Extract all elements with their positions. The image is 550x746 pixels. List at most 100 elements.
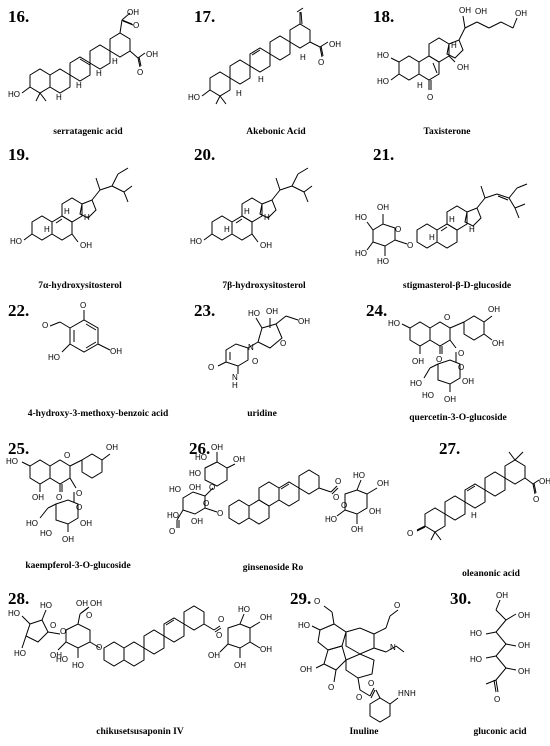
compound-22: 22. O OH O HO 4-hydroxy-3-methoxy-benzoi… <box>0 298 180 428</box>
atom-label: HO <box>10 237 22 246</box>
compound-27: 27. OH O H O oleanonic acid <box>405 436 550 579</box>
atom-label: HO <box>190 237 202 246</box>
compound-number: 22. <box>8 301 30 320</box>
atom-label: HO <box>388 319 400 328</box>
atom-label: H <box>56 93 62 102</box>
atom-label: OH <box>189 483 201 492</box>
atom-label: H <box>44 225 50 234</box>
atom-label: O <box>209 483 215 492</box>
atom-label: O <box>436 355 442 364</box>
atom-label: OH <box>80 519 92 528</box>
structure-drawing: O OH O HO <box>42 301 122 362</box>
atom-label: H <box>64 207 70 216</box>
compound-30: 30. OH HO OH OH HO O OH gluconic acid <box>440 586 550 746</box>
compound-number: 21. <box>373 145 395 164</box>
atom-label: OH <box>110 347 122 356</box>
atom-label: O <box>427 93 433 102</box>
atom-label: H <box>417 81 423 90</box>
atom-label: HO <box>377 77 389 86</box>
atom-label: N <box>248 343 254 352</box>
atom-label: OH <box>298 317 310 326</box>
atom-label: HO <box>40 529 52 538</box>
compound-number: 26. <box>189 439 211 458</box>
atom-label: HO <box>40 601 52 610</box>
atom-label: HO <box>353 471 365 480</box>
atom-label: OH <box>191 517 203 526</box>
atom-label: H <box>244 207 250 216</box>
atom-label: OH <box>211 443 223 452</box>
atom-label: OH <box>457 63 469 72</box>
compound-name: kaempferol-3-O-glucoside <box>25 561 131 571</box>
atom-label: HO <box>355 213 367 222</box>
atom-label: OH <box>127 8 139 17</box>
atom-label: O <box>96 643 102 652</box>
atom-label: O <box>314 597 320 606</box>
atom-label: HO <box>169 485 181 494</box>
compound-18: 18. OH OH OH H OH HO HO H O Taxisterone <box>365 0 550 140</box>
atom-label: O <box>86 611 92 620</box>
atom-label: HO <box>238 605 250 614</box>
compound-name: 4-hydroxy-3-methoxy-benzoic acid <box>27 409 169 419</box>
atom-label: O <box>333 493 339 502</box>
compound-number: 25. <box>8 439 30 458</box>
atom-label: O <box>133 21 139 30</box>
compound-number: 20. <box>194 145 216 164</box>
compound-26: 26. HO OH HO OH O HO OH O OH O O H <box>165 436 405 576</box>
atom-label: OH <box>62 535 74 544</box>
compound-name: 7β-hydroxysitosterol <box>222 281 306 291</box>
atom-label: HO <box>26 519 38 528</box>
compound-25: 25. OH HO O OH O O O HO OH HO OH kaempfe… <box>0 436 165 576</box>
atom-label: O <box>208 363 214 372</box>
structure-drawing: OH HO OH OH HO O OH <box>470 591 530 704</box>
structure-drawing: OH O H H HO H <box>188 7 341 105</box>
atom-label: O <box>407 529 413 538</box>
atom-label: OH <box>260 241 272 250</box>
atom-label: HO <box>48 353 60 362</box>
compound-number: 19. <box>8 145 30 164</box>
atom-label: OH <box>90 599 102 608</box>
atom-label: OH <box>518 641 530 650</box>
atom-label: O <box>318 58 324 67</box>
atom-label: O <box>368 679 374 688</box>
atom-label: H <box>84 213 90 222</box>
atom-label: OH <box>329 40 341 49</box>
compound-number: 24. <box>366 301 388 320</box>
atom-label: H <box>264 213 270 222</box>
compound-number: 29. <box>290 589 312 608</box>
atom-label: O <box>394 601 400 610</box>
atom-label: O <box>533 495 539 504</box>
compound-28: 28. HO HO O OH O OH HO OH <box>0 586 290 746</box>
atom-label: H <box>469 225 475 234</box>
compound-number: 30. <box>450 589 472 608</box>
atom-label: H <box>410 689 416 698</box>
compound-16: 16. OH O OH O HO H H H H serratagenic ac… <box>0 0 180 140</box>
atom-label: O <box>60 627 66 636</box>
compound-19: 19. H H H HO OH 7α-hydroxysitosterol <box>0 140 180 291</box>
atom-label: O <box>444 313 450 322</box>
atom-label: O <box>407 241 413 250</box>
atom-label: O <box>216 631 222 640</box>
atom-label: O <box>458 363 464 372</box>
atom-label: OH <box>234 661 246 670</box>
atom-label: HO <box>377 51 389 60</box>
atom-label: OH <box>539 477 550 486</box>
atom-label: H <box>451 41 457 50</box>
compound-number: 28. <box>8 589 30 608</box>
structure-drawing: OH OH HO O OH O O O HO OH HO OH <box>388 305 504 404</box>
atom-label: O <box>494 695 500 704</box>
atom-label: HO <box>8 609 20 618</box>
atom-label: O <box>137 68 143 77</box>
compound-name: stigmasterol-β-D-glucoside <box>402 281 512 291</box>
atom-label: O <box>252 357 258 366</box>
atom-label: O <box>341 501 347 510</box>
atom-label: HO <box>470 655 482 664</box>
atom-label: OH <box>488 305 500 314</box>
compound-29: 29. O O HO N OH O O O H N H Inuline <box>290 586 440 746</box>
atom-label: OH <box>32 493 44 502</box>
atom-label: H <box>429 233 435 242</box>
atom-label: OH <box>444 395 456 404</box>
atom-label: N <box>404 689 410 698</box>
atom-label: H <box>96 69 102 78</box>
atom-label: O <box>203 499 209 508</box>
atom-label: O <box>64 451 70 460</box>
